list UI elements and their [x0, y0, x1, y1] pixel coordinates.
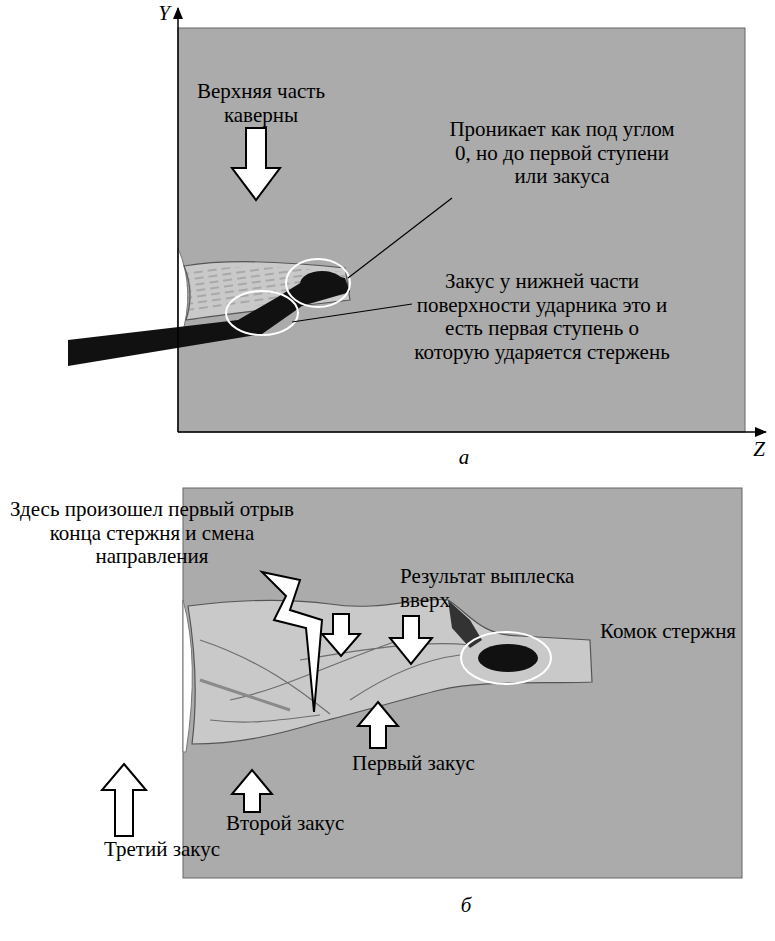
callout-text: Первый закус: [352, 752, 502, 776]
panel-letter: а: [452, 446, 476, 470]
callout-text: Проникает как под углом 0, но до первой …: [448, 118, 676, 189]
callout-text: Второй закус: [226, 812, 376, 836]
panel-letter: б: [454, 894, 478, 918]
callout-text: Третий закус: [104, 838, 254, 862]
callout-text: Закус у нижней части поверхности ударник…: [408, 270, 676, 364]
axis-label: Y: [152, 2, 176, 26]
callout-text: Результат выплеска вверх: [400, 565, 600, 612]
callout-text: Здесь произошел первый отрыв конца стерж…: [4, 498, 300, 569]
panel-a: [68, 8, 766, 432]
callout-text: Комок стержня: [600, 620, 740, 644]
callout-text: Верхняя часть каверны: [186, 80, 336, 127]
axis-label: Z: [747, 438, 771, 462]
